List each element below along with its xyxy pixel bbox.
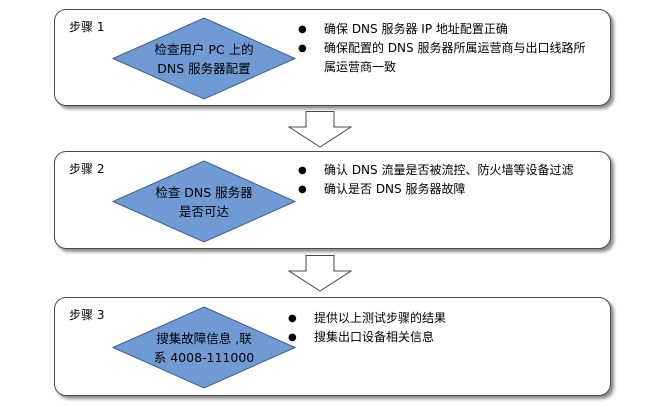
step-1-diamond: 检查用户 PC 上的 DNS 服务器配置	[112, 17, 296, 100]
step-3-diamond-line-1: 搜集故障信息 ,联	[156, 330, 252, 346]
step-2-diamond: 检查 DNS 服务器 是否可达	[112, 160, 296, 243]
step-2-bullets: 确认 DNS 流量是否被流控、防火墙等设备过滤 确认是否 DNS 服务器故障	[298, 161, 598, 199]
step-1-bullets: 确保 DNS 服务器 IP 地址配置正确 确保配置的 DNS 服务器所属运营商与…	[298, 20, 588, 77]
step-2-box: 步骤 2 检查 DNS 服务器 是否可达 确认 DNS 流量是否被流控、防火墙等…	[54, 151, 611, 249]
down-arrow-2	[288, 255, 352, 292]
diamond-shape	[112, 306, 296, 389]
step-3-bullet-2: 搜集出口设备相关信息	[288, 328, 588, 347]
step-3-diamond: 搜集故障信息 ,联 系 4008-111000	[112, 306, 296, 389]
step-1-bullet-1: 确保 DNS 服务器 IP 地址配置正确	[298, 20, 588, 39]
step-1-box: 步骤 1 检查用户 PC 上的 DNS 服务器配置 确保 DNS 服务器 IP …	[54, 9, 611, 106]
diamond-shape	[112, 17, 296, 100]
step-3-diamond-line-2: 系 4008-111000	[153, 349, 255, 365]
step-2-bullet-2: 确认是否 DNS 服务器故障	[298, 180, 598, 199]
step-3-bullet-1: 提供以上测试步骤的结果	[288, 309, 588, 328]
step-1-bullet-2: 确保配置的 DNS 服务器所属运营商与出口线路所属运营商一致	[298, 39, 588, 77]
diamond-shape	[112, 160, 296, 243]
step-1-label: 步骤 1	[69, 20, 105, 34]
step-2-diamond-text: 检查 DNS 服务器 是否可达	[112, 160, 296, 243]
step-2-diamond-line-2: 是否可达	[178, 203, 229, 219]
step-3-diamond-text: 搜集故障信息 ,联 系 4008-111000	[112, 306, 296, 389]
step-1-diamond-line-1: 检查用户 PC 上的	[154, 41, 254, 57]
step-3-label: 步骤 3	[69, 308, 105, 322]
step-2-label: 步骤 2	[69, 162, 105, 176]
step-1-diamond-line-2: DNS 服务器配置	[157, 60, 251, 76]
step-1-diamond-text: 检查用户 PC 上的 DNS 服务器配置	[112, 17, 296, 100]
step-2-diamond-line-1: 检查 DNS 服务器	[155, 184, 253, 200]
step-3-box: 步骤 3 搜集故障信息 ,联 系 4008-111000 提供以上测试步骤的结果…	[54, 297, 611, 396]
step-2-bullet-1: 确认 DNS 流量是否被流控、防火墙等设备过滤	[298, 161, 598, 180]
step-3-bullets: 提供以上测试步骤的结果 搜集出口设备相关信息	[288, 309, 588, 347]
down-arrow-1	[288, 111, 352, 148]
